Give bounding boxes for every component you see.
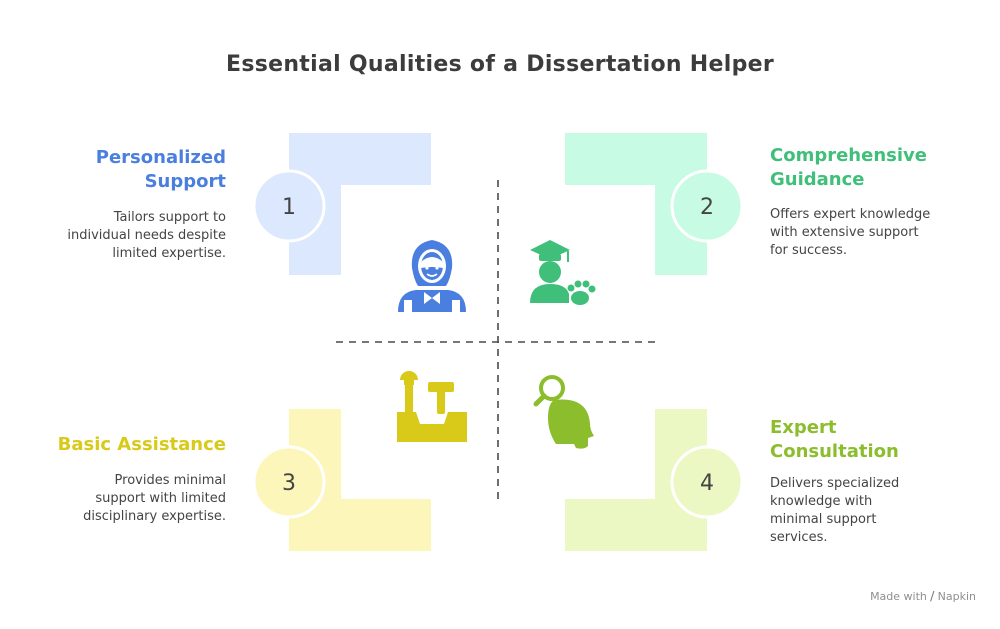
number-label-3: 3 <box>282 471 296 496</box>
quadrant-2-description-line: with extensive support <box>770 225 919 240</box>
quadrant-2-description: Offers expert knowledge with extensive s… <box>770 206 980 260</box>
quadrant-3-description-line: Provides minimal <box>114 473 226 488</box>
quadrant-2-description-line: for success. <box>770 243 847 258</box>
quadrant-3-description-line: support with limited <box>95 491 226 506</box>
quadrant-3-heading: Basic Assistance <box>20 433 226 457</box>
toolbox-icon <box>397 371 467 442</box>
brand-name: Napkin <box>937 590 976 603</box>
quadrant-2-heading-line: Comprehensive <box>770 145 927 166</box>
quadrant-3-description-line: disciplinary expertise. <box>83 509 226 524</box>
page-title: Essential Qualities of a Dissertation He… <box>226 52 774 77</box>
number-label-4: 4 <box>700 471 714 496</box>
quadrant-4-description-line: knowledge with <box>770 494 873 509</box>
quadrant-2-heading-line: Guidance <box>770 169 865 190</box>
number-circle-3 <box>252 445 326 519</box>
quadrant-3-description: Provides minimal support with limited di… <box>20 472 226 526</box>
quadrant-2-heading: Comprehensive Guidance <box>770 144 980 192</box>
quadrant-1-heading-line: Personalized <box>95 147 226 168</box>
quadrant-4-description-line: Delivers specialized <box>770 476 900 491</box>
quadrant-4-heading-line: Consultation <box>770 441 899 462</box>
number-label-2: 2 <box>700 195 714 220</box>
quadrant-1-description: Tailors support to individual needs desp… <box>20 209 226 263</box>
quadrant-1-heading-line: Support <box>144 171 226 192</box>
quadrant-3-shape <box>289 409 431 551</box>
quadrant-1-description-line: Tailors support to <box>113 210 226 225</box>
quadrant-4-description-line: minimal support <box>770 512 877 527</box>
quadrant-1-heading: Personalized Support <box>40 146 226 194</box>
made-with-badge[interactable]: Made with ⧸ Napkin <box>870 590 976 604</box>
napkin-logo-icon: ⧸ <box>930 590 935 603</box>
quadrant-4-heading: Expert Consultation <box>770 416 980 464</box>
number-circle-4 <box>670 445 744 519</box>
quadrant-4-heading-line: Expert <box>770 417 837 438</box>
quadrant-2-shape <box>565 133 707 275</box>
quadrant-1-description-line: individual needs despite <box>67 228 226 243</box>
quadrant-3-heading-line: Basic Assistance <box>57 434 226 455</box>
quadrant-4-description: Delivers specialized knowledge with mini… <box>770 475 980 547</box>
number-label-1: 1 <box>282 195 296 220</box>
quadrant-4-shape <box>565 409 707 551</box>
graduate-with-paw-icon <box>530 240 596 305</box>
quadrant-4-description-line: services. <box>770 530 828 545</box>
number-circle-2 <box>670 169 744 243</box>
head-magnifier-icon <box>533 375 594 449</box>
quadrant-2-description-line: Offers expert knowledge <box>770 207 931 222</box>
person-with-bowtie-icon <box>398 240 466 312</box>
number-circle-1 <box>252 169 326 243</box>
quadrant-1-description-line: limited expertise. <box>112 246 226 261</box>
quadrant-1-shape <box>289 133 431 275</box>
made-with-label: Made with <box>870 590 927 603</box>
